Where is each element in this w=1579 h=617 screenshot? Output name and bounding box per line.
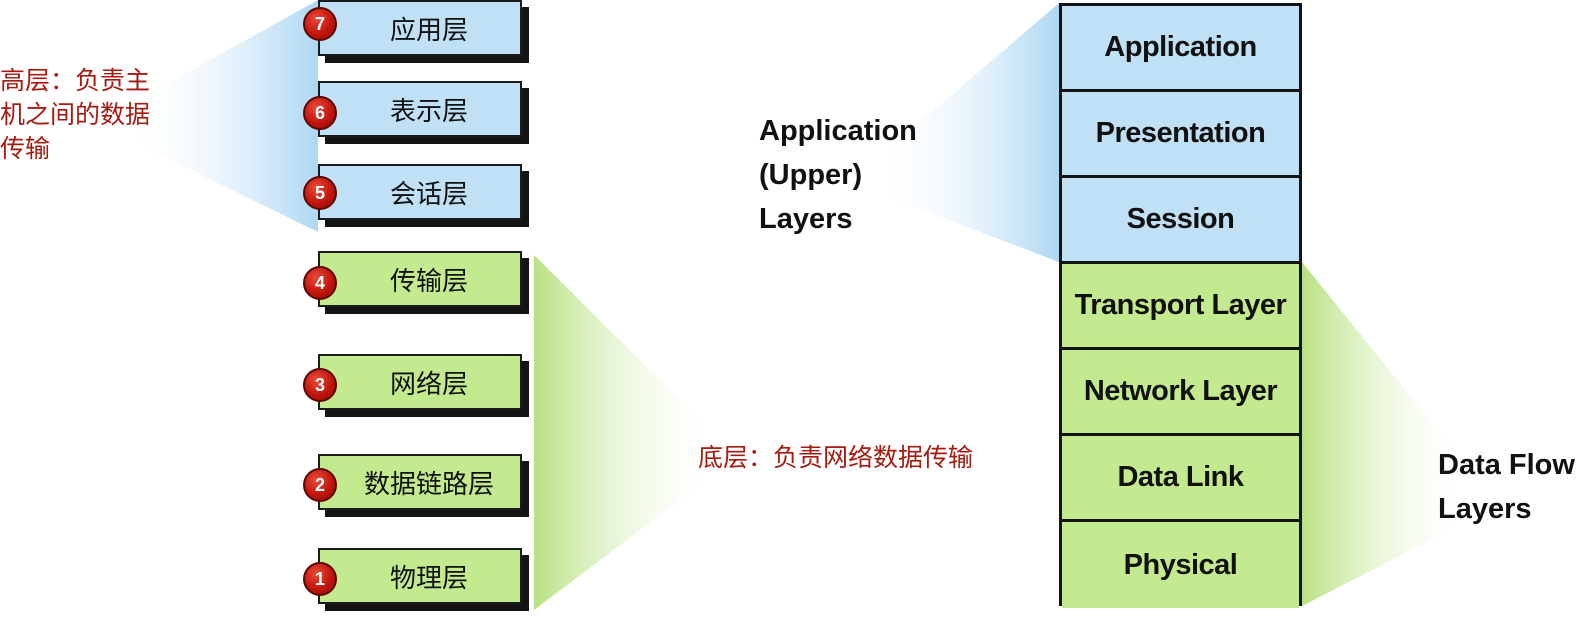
note-line: 高层：负责主 [0,66,151,95]
layer-label: 会话层 [389,179,468,210]
layer-number-badge: 7 [303,7,337,41]
layer-label: 物理层 [389,563,468,594]
note-line: 传输 [0,134,51,163]
layer-number-badge: 3 [303,368,337,402]
note-line: 机之间的数据 [0,100,151,129]
upper-fan-right [870,3,1059,262]
layer-box-transport: Transport Layer [1062,264,1299,350]
layer-label: Transport Layer [1074,289,1287,321]
layer-label: Physical [1123,548,1238,581]
layer-box-session: Session [1062,178,1299,264]
upper-layers-note: 高层：负责主 机之间的数据 传输 [0,64,178,166]
data-flow-layers-group-label: Data Flow Layers [1438,443,1575,531]
layer-box-application-cn: 应用层 [318,0,522,56]
layer-box-session-cn: 会话层 [318,164,522,220]
layer-label: Session [1126,203,1235,235]
group-label-line: (Upper) [759,159,863,191]
layer-box-network: Network Layer [1062,350,1299,436]
layer-box-transport-cn: 传输层 [318,251,522,307]
layer-box-physical: Physical [1062,522,1299,608]
layer-label: 传输层 [389,266,468,297]
group-label-line: Application [759,115,917,147]
layer-label: Presentation [1095,117,1266,149]
layer-box-datalink-cn: 数据链路层 [318,454,522,510]
layer-box-network-cn: 网络层 [318,354,522,410]
lower-layers-note: 底层：负责网络数据传输 [698,443,974,472]
layer-number-badge: 4 [303,266,337,300]
lower-fan-left [534,255,720,610]
layer-label: Application [1104,31,1257,63]
group-label-line: Layers [1438,493,1532,525]
layer-number-badge: 6 [303,96,337,130]
layer-box-datalink: Data Link [1062,436,1299,522]
upper-layers-group-label: Application (Upper) Layers [759,109,917,241]
layer-box-application: Application [1062,6,1299,92]
lower-fan-right [1302,262,1470,606]
layer-label: 网络层 [389,369,468,400]
upper-fan-left [120,0,318,232]
layer-number-badge: 1 [303,562,337,596]
layer-label: 应用层 [389,15,468,46]
layer-label: Network Layer [1083,375,1278,407]
layer-label: 表示层 [389,96,468,127]
group-label-line: Layers [759,203,853,235]
layer-box-presentation-cn: 表示层 [318,81,522,137]
layer-label: Data Link [1117,461,1244,493]
layer-number-badge: 5 [303,176,337,210]
layer-box-presentation: Presentation [1062,92,1299,178]
layer-number-badge: 2 [303,468,337,502]
layer-label: 数据链路层 [363,469,494,500]
group-label-line: Data Flow [1438,449,1575,481]
layer-box-physical-cn: 物理层 [318,548,522,604]
osi-stack-english: Application Presentation Session Transpo… [1059,3,1302,608]
